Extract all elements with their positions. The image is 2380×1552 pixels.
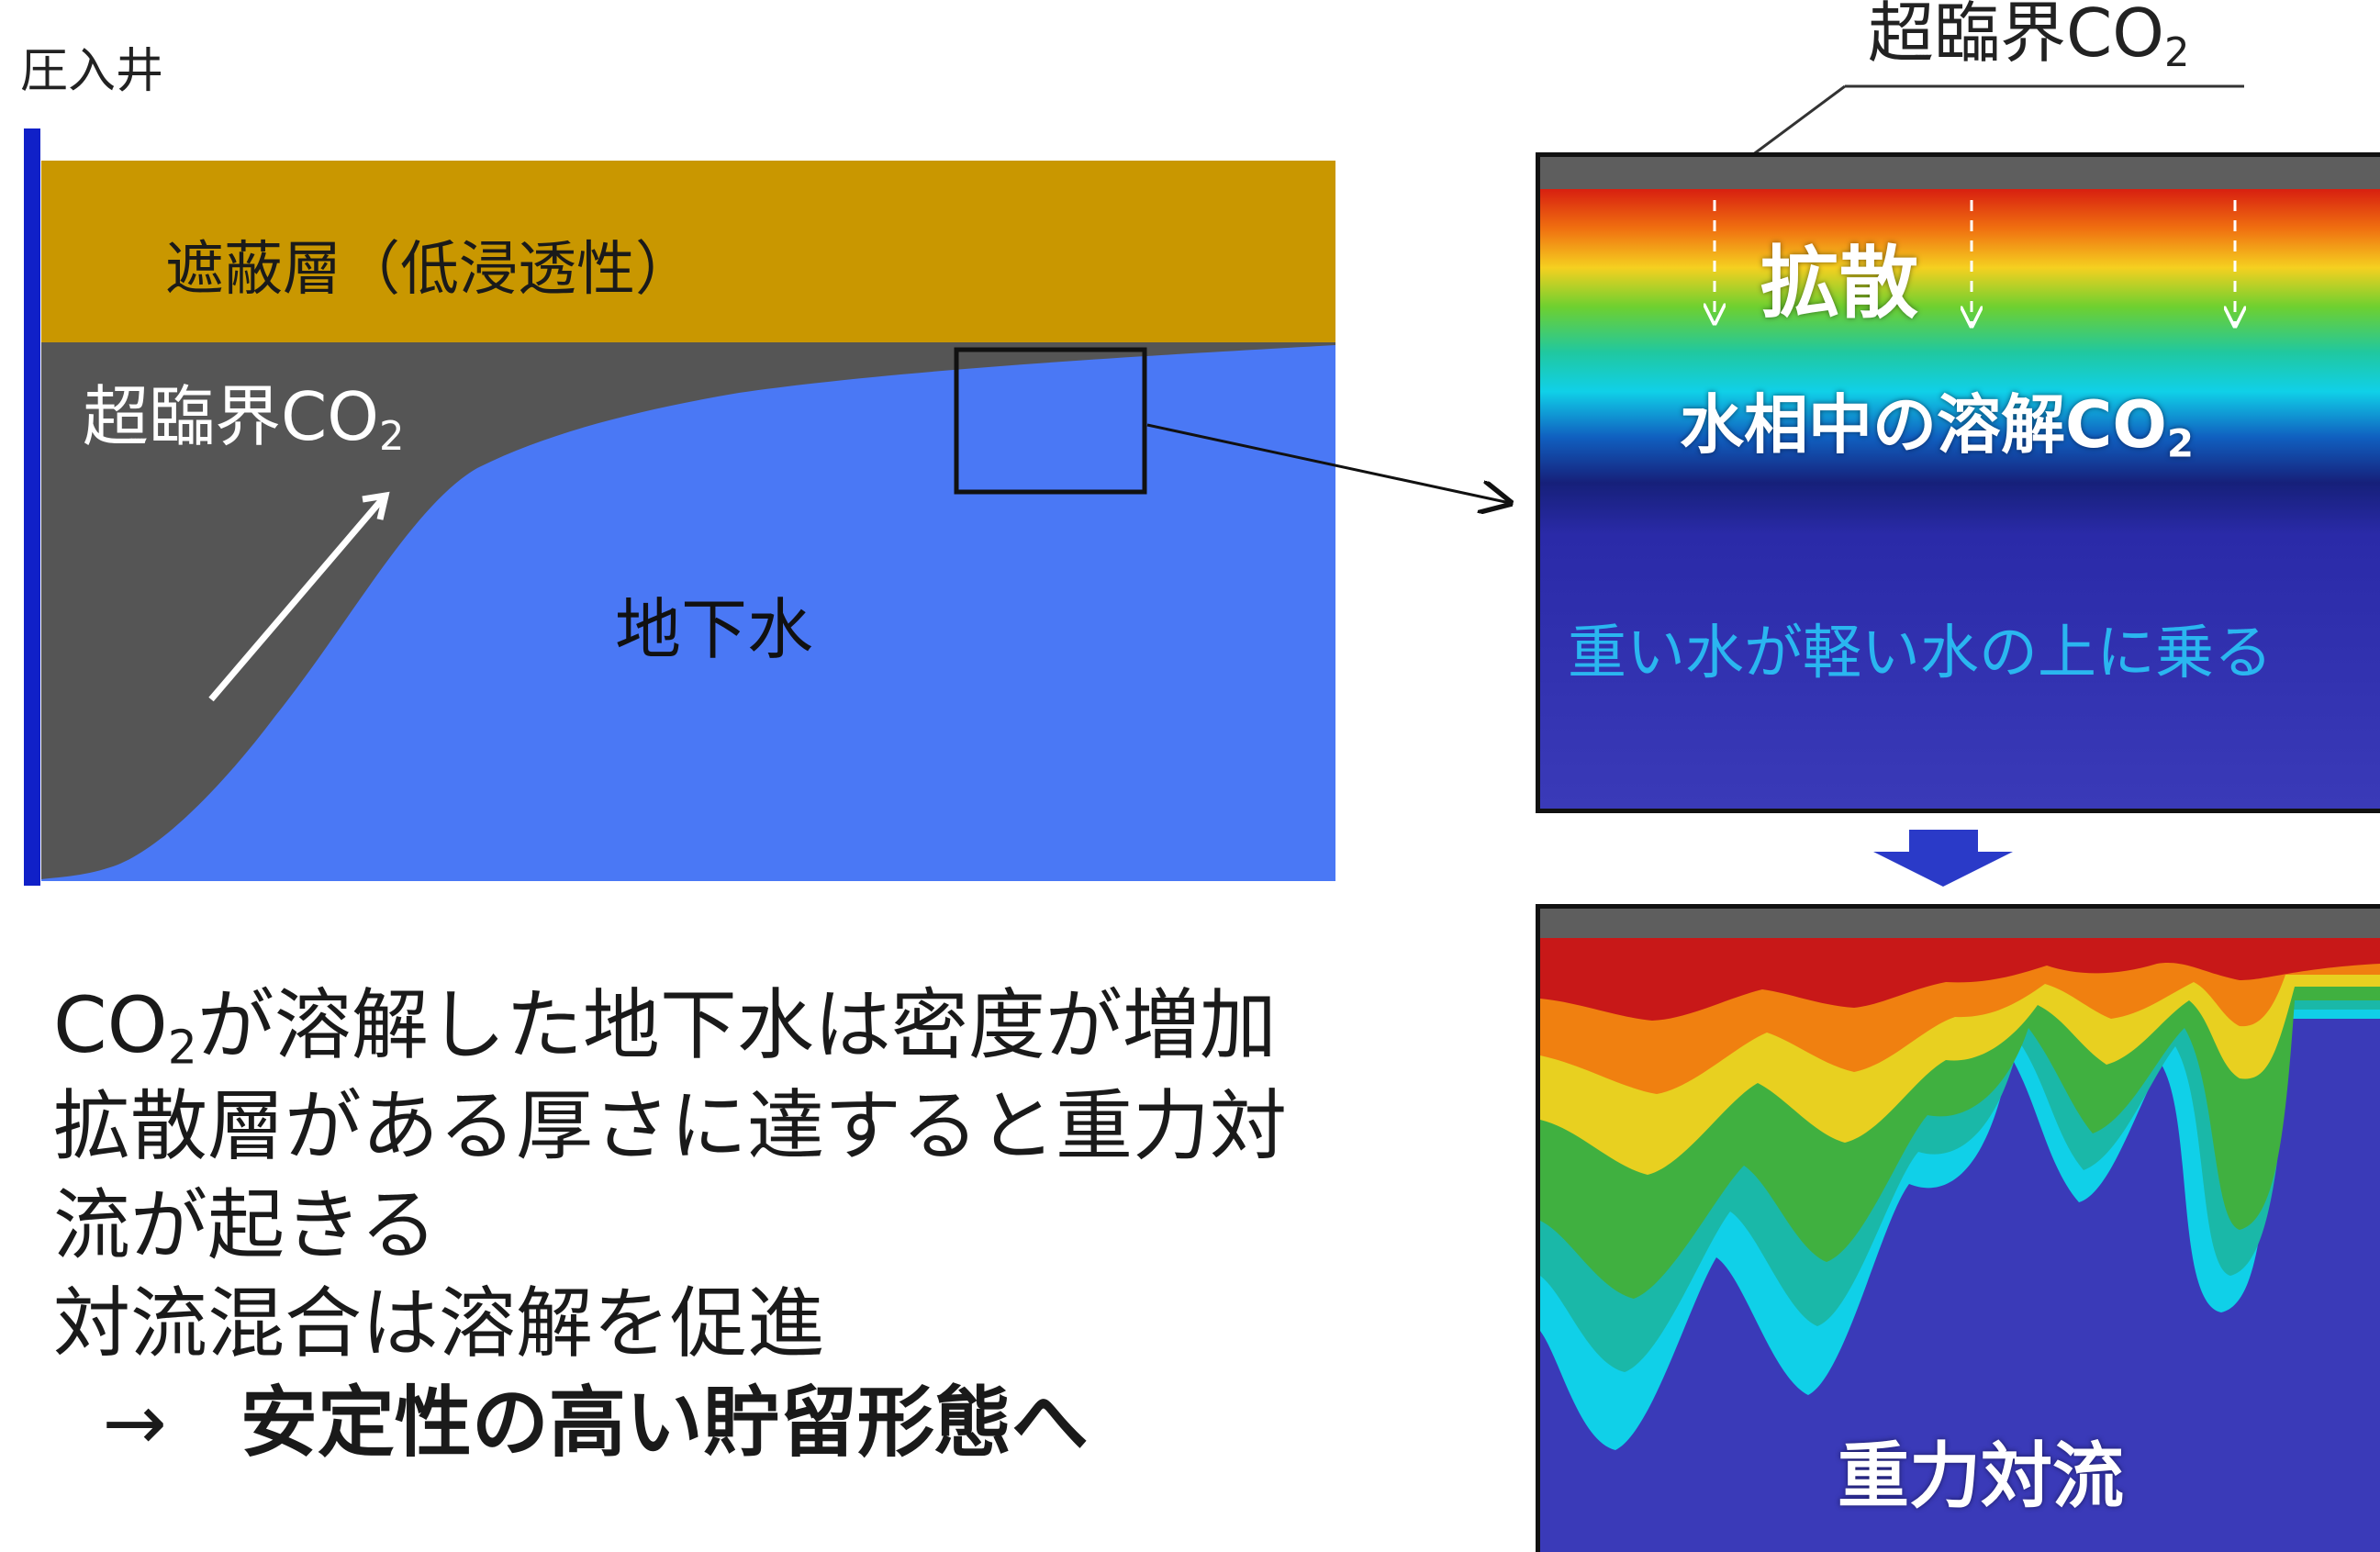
injection-well-label: 圧入井 [20,44,164,99]
explanation-line-2: 拡散層がある厚さに達すると重力対 [53,1081,1288,1172]
caprock-label: 遮蔽層（低浸透性） [165,236,694,304]
zoom-box [954,347,1147,495]
explanation-text: CO2が溶解した地下水は密度が増加 拡散層がある厚さに達すると重力対 流が起きる… [53,977,1287,1472]
convection-top-band [1540,909,2380,938]
heavy-water-label: 重い水が軽い水の上に乗る [1568,620,2273,687]
supercritical-co2-region [41,341,1335,879]
flow-arrow-head [362,491,390,520]
diffusion-field [1540,157,2380,809]
co2-top-band [1540,157,2380,189]
injection-well [24,128,40,886]
dissolved-co2-label: 水相中の溶解CO2 [1680,387,2195,466]
zoom-arrow [1146,423,1510,503]
diffusion-label: 拡散 [1760,238,1918,329]
leader-line-d [1748,84,1846,160]
flow-arrow [208,495,386,702]
transition-arrow [1873,830,2013,887]
gravity-convection-label: 重力対流 [1838,1435,2125,1518]
top-co2-label: 超臨界CO2 [1868,0,2190,76]
explanation-line-1: CO2が溶解した地下水は密度が増加 [53,980,1277,1075]
groundwater-label: 地下水 [615,591,814,668]
explanation-line-4: 対流混合は溶解を促進 [53,1278,825,1369]
explanation-line-5: → 安定性の高い貯留形態へ [102,1377,1089,1468]
caprock-layer [41,161,1335,342]
explanation-line-3: 流が起きる [53,1179,438,1270]
convection-field [1540,938,2380,1552]
supercritical-co2-label: 超臨界CO2 [83,378,405,460]
